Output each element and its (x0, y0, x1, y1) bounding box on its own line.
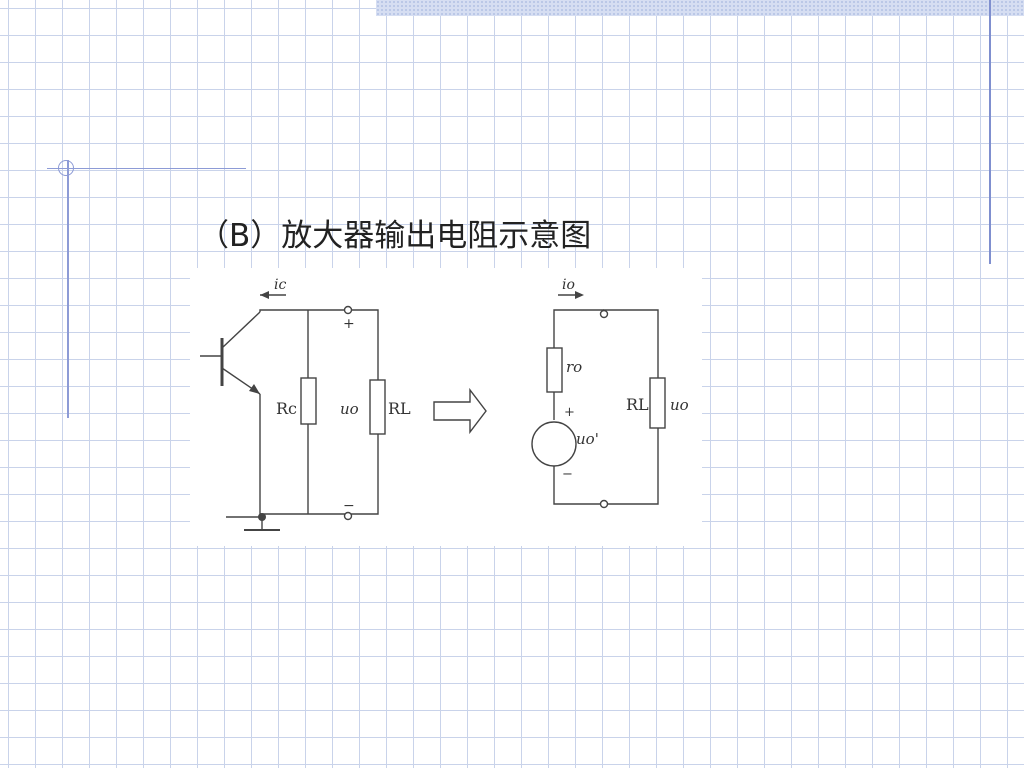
ic-arrowhead-icon (260, 291, 269, 299)
transistor-symbol (200, 311, 261, 395)
rl-resistor-left (369, 379, 386, 435)
output-terminal-bottom (343, 511, 353, 521)
uo-label-left: uo (340, 400, 359, 418)
eq-bottom-wire (553, 428, 659, 505)
ic-label: ic (274, 277, 286, 293)
left-decorative-vertical-line (67, 160, 69, 418)
left-decorative-circle (58, 160, 74, 176)
circuit-diagram: ic Rc uo RL + − io ro uo' RL uo + − (200, 277, 689, 531)
minus-sign-right: − (562, 467, 573, 482)
hollow-right-arrow-icon (433, 387, 487, 435)
io-arrowhead-icon (575, 291, 584, 299)
eq-top-left-wire (553, 309, 604, 348)
rl-label-right: RL (626, 395, 649, 414)
plus-sign-right: + (564, 405, 575, 420)
io-label: io (562, 277, 575, 293)
rl-label-left: RL (388, 399, 411, 418)
ro-label: ro (566, 358, 582, 376)
rc-resistor (300, 377, 317, 425)
voltage-source (531, 421, 577, 467)
ro-resistor (546, 347, 563, 393)
uo-label-right: uo (670, 396, 689, 414)
top-decorative-band (376, 0, 1024, 16)
rl-bottom-wire (260, 434, 379, 515)
output-terminal-top (343, 305, 353, 315)
slide-title: （B）放大器输出电阻示意图 (198, 218, 592, 254)
uo-prime-label: uo' (576, 430, 599, 448)
ground-junction-dot (258, 513, 266, 521)
circuit-figure: ic Rc uo RL + − io ro uo' RL uo + − (190, 268, 702, 546)
eq-output-terminal-top (599, 309, 609, 319)
right-decorative-line (989, 0, 991, 264)
rc-label: Rc (276, 399, 297, 418)
left-decorative-horizontal-line (47, 168, 246, 169)
top-rail-wire (259, 309, 379, 316)
eq-top-right-wire (603, 309, 659, 378)
rl-resistor-right (649, 377, 666, 429)
eq-output-terminal-bottom (599, 499, 609, 509)
minus-sign-left: − (343, 498, 355, 514)
plus-sign-left: + (343, 316, 355, 332)
